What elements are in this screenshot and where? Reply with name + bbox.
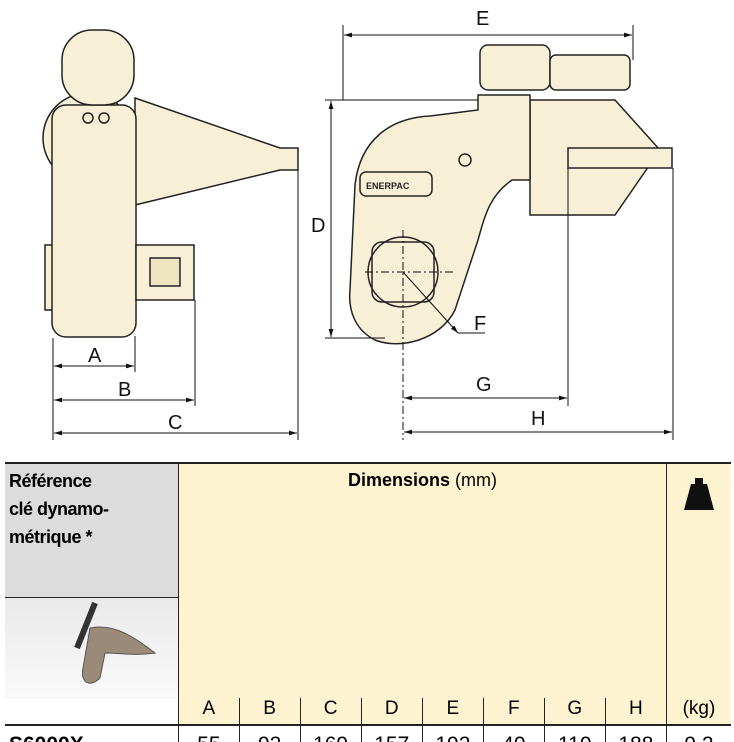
side-view (42, 29, 299, 338)
value-f: 40 (482, 723, 545, 742)
value-weight: 9,2 (665, 723, 731, 742)
model-cell: S6000X (5, 723, 179, 742)
column-header-b: B (238, 697, 301, 725)
tool-dimension-diagram: A B C ENERPAC E D F G H (42, 8, 674, 440)
column-header-a: A (178, 697, 240, 725)
torque-wrench-thumbnail (74, 601, 157, 684)
weight-icon (683, 478, 714, 510)
dim-label-a: A (88, 345, 102, 367)
dim-label-g: G (476, 374, 492, 396)
value-a: 55 (178, 723, 240, 742)
enerpac-logo: ENERPAC (366, 181, 410, 191)
column-header-f: F (482, 697, 545, 725)
dim-label-e: E (476, 8, 489, 30)
front-view (348, 44, 673, 345)
column-header-d: D (360, 697, 423, 725)
dimensions-header: Dimensions (mm) (178, 463, 667, 698)
product-photo (5, 596, 179, 698)
column-header-g: G (543, 697, 606, 725)
dim-label-d: D (311, 215, 325, 237)
value-b: 92 (238, 723, 301, 742)
dim-label-f: F (474, 313, 486, 335)
dimensions-table: Référence clé dynamo- métrique * Dimensi… (5, 462, 731, 742)
dim-label-h: H (531, 408, 545, 430)
column-header-weight: (kg) (665, 697, 731, 725)
ref-header-line: métrique * (9, 527, 93, 547)
table-row: S6000X 55 92 169 157 192 40 110 188 9,2 (5, 723, 731, 742)
value-c: 169 (299, 723, 362, 742)
ref-header-line: Référence (9, 471, 92, 491)
dim-label-c: C (168, 412, 182, 434)
column-header-h: H (604, 697, 667, 725)
weight-header (665, 463, 731, 698)
ref-header-line: clé dynamo- (9, 499, 109, 519)
dimensions-title: Dimensions (347, 470, 450, 490)
column-header-c: C (299, 697, 362, 725)
reference-header: Référence clé dynamo- métrique * (5, 463, 179, 597)
value-d: 157 (360, 723, 423, 742)
column-header-e: E (421, 697, 484, 725)
value-g: 110 (543, 723, 606, 742)
value-h: 188 (604, 723, 667, 742)
dimensions-unit: (mm) (450, 470, 497, 490)
side-view-dimensions (52, 170, 299, 440)
front-view-dimensions (325, 25, 674, 440)
dim-label-b: B (118, 379, 131, 401)
value-e: 192 (421, 723, 484, 742)
